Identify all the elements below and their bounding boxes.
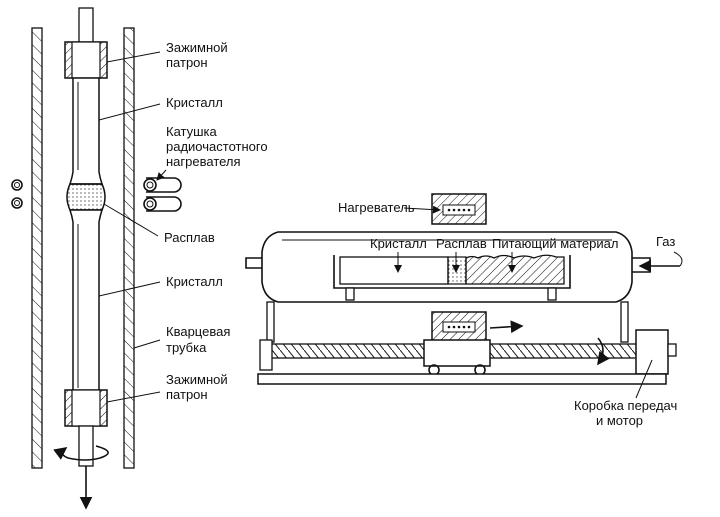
leader-top-crystal bbox=[98, 103, 161, 121]
screw-rotation-arrow bbox=[597, 337, 610, 366]
bottom-chuck-core bbox=[71, 389, 101, 427]
gearbox-motor bbox=[635, 329, 669, 375]
boat-melt-region bbox=[447, 256, 467, 285]
label-coil-line3: нагревателя bbox=[166, 154, 241, 169]
screw-end-left bbox=[259, 339, 273, 371]
label-tube-line2: трубка bbox=[166, 340, 207, 355]
leader-melt bbox=[103, 203, 159, 237]
support-post-right bbox=[620, 301, 629, 343]
rf-coil-right bbox=[143, 177, 182, 212]
label-top-chuck-line2: патрон bbox=[166, 55, 208, 70]
leader-heater bbox=[403, 205, 441, 214]
leader-coil bbox=[156, 169, 167, 181]
inlet-nozzle-left bbox=[245, 257, 262, 269]
label-heater: Нагреватель bbox=[338, 200, 415, 215]
boat-feed-material bbox=[465, 254, 565, 285]
label-crystal: Кристалл bbox=[370, 236, 427, 251]
quartz-tube-right-wall bbox=[123, 27, 135, 469]
leader-gearbox bbox=[635, 359, 653, 399]
label-melt: Расплав bbox=[164, 230, 215, 245]
label-top-chuck-line1: Зажимной bbox=[166, 40, 228, 55]
carriage bbox=[423, 339, 491, 367]
boat-crystal-region bbox=[339, 256, 449, 285]
moving-heater-dots bbox=[447, 325, 471, 329]
quartz-tube-left-wall bbox=[31, 27, 43, 469]
motor-shaft bbox=[667, 343, 677, 357]
leader-top-chuck bbox=[106, 51, 161, 63]
boat bbox=[333, 255, 571, 289]
gas-swirl bbox=[673, 251, 683, 267]
label-gearbox-line1: Коробка передач bbox=[574, 398, 677, 413]
heater-dots bbox=[447, 208, 471, 212]
label-coil-line1: Катушка bbox=[166, 124, 218, 139]
gas-nozzle-right bbox=[632, 257, 651, 273]
leader-bottom-chuck bbox=[106, 391, 161, 403]
rotation-arrow bbox=[53, 445, 109, 461]
top-shaft bbox=[78, 7, 94, 47]
label-bottom-crystal: Кристалл bbox=[166, 274, 223, 289]
label-coil-line2: радиочастотного bbox=[166, 139, 268, 154]
boat-foot-left bbox=[345, 287, 355, 301]
base-rail bbox=[257, 373, 667, 385]
label-gas: Газ bbox=[656, 234, 675, 249]
float-zone-apparatus: Зажимной патрон Кристалл Катушка радиоча… bbox=[11, 7, 268, 510]
travel-arrow bbox=[489, 320, 524, 334]
horizontal-zone-apparatus: Нагреватель Газ Кристалл Расплав Питающи… bbox=[245, 193, 683, 428]
label-bottom-chuck-line2: патрон bbox=[166, 387, 208, 402]
label-melt-right: Расплав bbox=[436, 236, 487, 251]
upper-crystal bbox=[68, 77, 104, 185]
boat-foot-right bbox=[547, 287, 557, 301]
melt-zone bbox=[66, 183, 106, 211]
leader-bottom-crystal bbox=[98, 281, 161, 297]
label-tube-line1: Кварцевая bbox=[166, 324, 230, 339]
label-gearbox-line2: и мотор bbox=[596, 413, 643, 428]
lower-crystal bbox=[68, 209, 104, 393]
label-top-crystal: Кристалл bbox=[166, 95, 223, 110]
label-feed: Питающий материал bbox=[492, 236, 618, 251]
top-chuck-core bbox=[71, 41, 101, 79]
rf-coil-left bbox=[11, 179, 23, 209]
leader-tube bbox=[133, 339, 161, 349]
label-bottom-chuck-line1: Зажимной bbox=[166, 372, 228, 387]
support-post-left bbox=[266, 301, 275, 343]
quartz-envelope bbox=[261, 231, 633, 303]
